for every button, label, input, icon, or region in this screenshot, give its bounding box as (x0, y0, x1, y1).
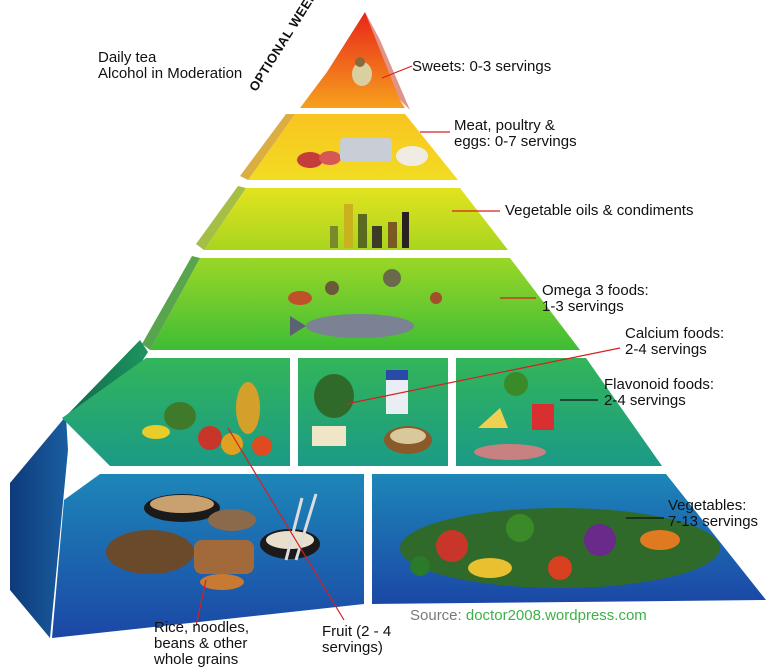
daily-tea-label: Daily tea Alcohol in Moderation (98, 50, 242, 82)
flavonoid-text-1: Flavonoid foods: (604, 376, 715, 393)
calcium-text-2: 2-4 servings (625, 341, 707, 358)
tier-sweets (300, 12, 405, 108)
omega-illustration (288, 269, 442, 338)
grains-illustration (106, 493, 320, 590)
oils-label: Vegetable oils & condiments (505, 203, 693, 219)
fruit-label: Fruit (2 - 4 servings) (322, 624, 391, 656)
oils-illustration (330, 204, 409, 248)
oils-text: Vegetable oils & condiments (505, 202, 694, 219)
pyramid-side-base (10, 416, 68, 638)
calcium-text-1: Calcium foods: (625, 325, 725, 342)
meat-text-2: eggs: 0-7 servings (454, 133, 577, 150)
alcohol-text: Alcohol in Moderation (98, 65, 243, 82)
sweets-illustration (352, 57, 372, 86)
source-link[interactable]: doctor2008.wordpress.com (465, 607, 647, 624)
fruit-text-1: Fruit (2 - 4 (322, 623, 392, 640)
leader-fruit (227, 427, 345, 621)
calcium-label: Calcium foods: 2-4 servings (625, 326, 724, 358)
leader-grains (195, 579, 207, 627)
source-credit: Source: doctor2008.wordpress.com (410, 607, 647, 624)
meat-label: Meat, poultry & eggs: 0-7 servings (454, 118, 577, 150)
leader-sweets (381, 65, 413, 79)
daily-tea-text: Daily tea (98, 49, 157, 66)
tier-oils (204, 188, 508, 250)
vegetables-label: Vegetables: 7-13 servings (668, 498, 758, 530)
source-prefix: Source: (410, 607, 466, 624)
omega-label: Omega 3 foods: 1-3 servings (542, 283, 649, 315)
sweets-label: Sweets: 0-3 servings (412, 59, 551, 75)
sweets-text: Sweets: 0-3 servings (412, 58, 552, 75)
calcium-illustration (312, 370, 432, 454)
tier-omega (150, 258, 580, 350)
vegetables-text-1: Vegetables: (668, 497, 747, 514)
flavonoid-text-2: 2-4 servings (604, 392, 686, 409)
omega-text-1: Omega 3 foods: (542, 282, 649, 299)
grains-text-2: beans & other (154, 635, 248, 652)
flavonoid-label: Flavonoid foods: 2-4 servings (604, 377, 714, 409)
grains-text-3: whole grains (154, 651, 239, 668)
vegetables-illustration (400, 508, 720, 588)
grains-label: Rice, noodles, beans & other whole grain… (154, 620, 249, 668)
vegetables-text-2: 7-13 servings (668, 513, 759, 530)
meat-text-1: Meat, poultry & (454, 117, 555, 134)
grains-text-1: Rice, noodles, (154, 619, 250, 636)
flavonoid-illustration (474, 372, 554, 460)
leader-calcium (345, 347, 621, 405)
fruit-illustration (142, 382, 272, 456)
fruit-text-2: servings) (322, 639, 383, 656)
meat-illustration (297, 138, 428, 168)
omega-text-2: 1-3 servings (542, 298, 624, 315)
